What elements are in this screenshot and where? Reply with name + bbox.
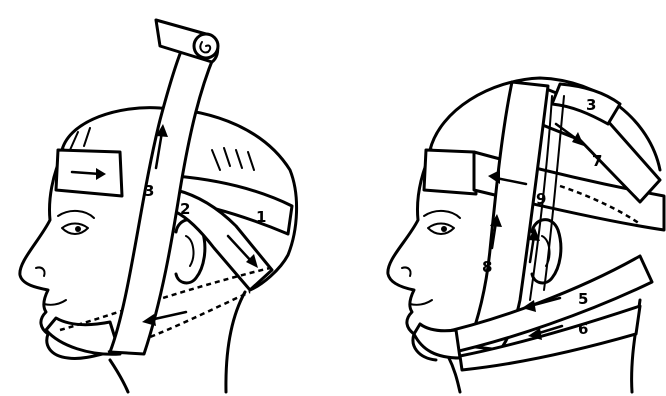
right-label-8: 8 xyxy=(482,258,492,276)
left-mouth xyxy=(44,300,66,305)
right-label-6: 6 xyxy=(578,320,588,338)
right-label-9: 9 xyxy=(536,190,546,208)
right-pupil xyxy=(441,226,447,232)
right-head-figure: 3 5 6 7 8 9 xyxy=(388,78,664,392)
left-head-figure: 1 2 3 xyxy=(20,20,297,392)
left-pupil xyxy=(75,226,81,232)
left-chin-loop xyxy=(46,318,120,354)
right-brow xyxy=(424,211,460,218)
left-ear-inner xyxy=(186,236,193,266)
right-label-5: 5 xyxy=(578,290,588,308)
right-eye xyxy=(428,224,454,235)
right-label-7: 7 xyxy=(592,152,602,170)
left-brow xyxy=(58,211,94,218)
left-nostril xyxy=(36,267,45,276)
left-label-3: 3 xyxy=(144,182,154,200)
left-eye xyxy=(62,224,88,235)
right-nostril xyxy=(402,267,411,276)
left-label-1: 1 xyxy=(256,208,266,226)
right-label-3: 3 xyxy=(586,96,596,114)
right-forehead-band xyxy=(424,150,476,194)
right-mouth xyxy=(410,300,432,305)
left-label-2: 2 xyxy=(180,200,190,218)
